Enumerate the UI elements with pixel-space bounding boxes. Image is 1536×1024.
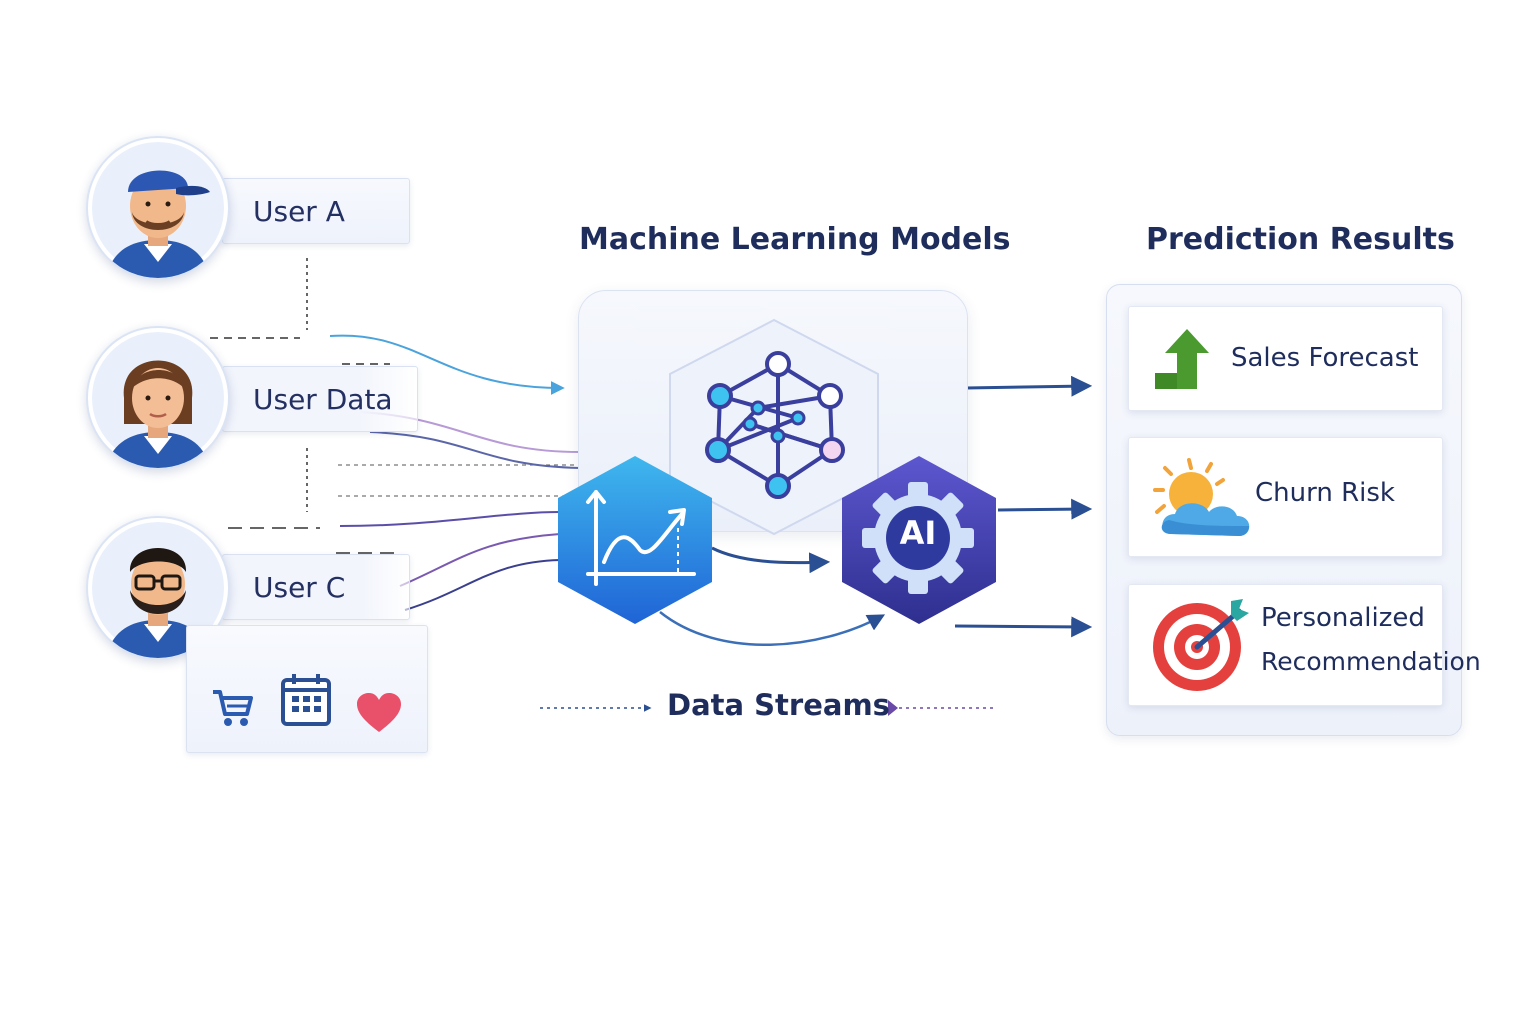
user-label-card[interactable]: User A bbox=[222, 178, 410, 244]
user-woman-avatar-icon bbox=[92, 332, 224, 468]
result-label: Sales Forecast bbox=[1231, 343, 1419, 373]
sun-cloud-icon bbox=[1153, 458, 1250, 536]
cart-icon bbox=[213, 690, 253, 726]
ai-gear-icon[interactable]: AI bbox=[838, 454, 1000, 626]
user-activity-card bbox=[186, 625, 428, 753]
target-icon bbox=[1153, 599, 1249, 691]
result-card-sales-forecast[interactable]: Sales Forecast bbox=[1128, 306, 1443, 411]
user-glasses-avatar-icon bbox=[92, 522, 224, 658]
user-cap-avatar-icon bbox=[92, 142, 224, 278]
result-label-line1: Personalized bbox=[1261, 603, 1425, 633]
heart-icon bbox=[357, 693, 401, 732]
data-streams-label: Data Streams bbox=[667, 688, 890, 722]
result-label: Churn Risk bbox=[1255, 478, 1395, 508]
user-label-card[interactable]: User C bbox=[222, 554, 410, 620]
result-label-line2: Recommendation bbox=[1261, 647, 1481, 676]
calendar-icon bbox=[281, 674, 331, 726]
neural-network-icon[interactable] bbox=[666, 318, 882, 536]
user-label: User A bbox=[253, 194, 345, 228]
avatar[interactable] bbox=[86, 326, 230, 470]
growth-chart-icon[interactable] bbox=[554, 454, 716, 626]
models-title: Machine Learning Models bbox=[579, 222, 1011, 257]
result-card-personalized-recommendation[interactable]: Personalized Recommendation bbox=[1128, 584, 1481, 706]
user-label: User Data bbox=[253, 382, 393, 416]
user-label: User C bbox=[253, 570, 346, 604]
ai-hexagon-background bbox=[842, 456, 996, 624]
avatar[interactable] bbox=[86, 136, 230, 280]
user-label-card[interactable]: User Data bbox=[222, 366, 418, 432]
up-arrow-icon bbox=[1155, 329, 1209, 389]
ai-label: AI bbox=[899, 514, 937, 552]
result-card-churn-risk[interactable]: Churn Risk bbox=[1128, 437, 1443, 557]
results-title: Prediction Results bbox=[1146, 222, 1455, 257]
